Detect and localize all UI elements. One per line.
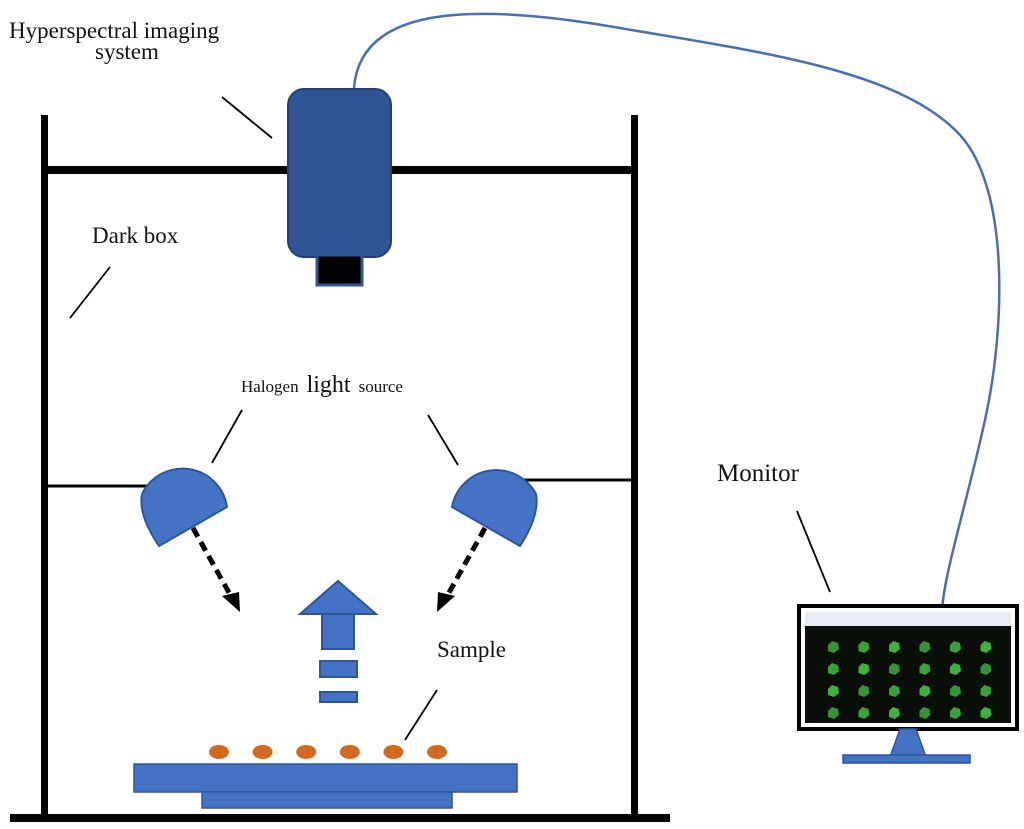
light-beam-left [190, 526, 235, 600]
halogen-label-small2: source [359, 377, 403, 396]
light-beam-right [443, 526, 488, 600]
screen-crystal [919, 663, 931, 675]
screen-crystal [980, 707, 992, 719]
sample-pellet [209, 745, 229, 759]
hsi-pointer-line [221, 96, 273, 139]
left-post [41, 115, 48, 815]
reflection-bar-1 [319, 660, 358, 678]
screen-crystal [858, 685, 870, 697]
sample-pellet [296, 745, 317, 759]
halogen-pointer-right [427, 414, 459, 466]
screen-crystal [858, 707, 870, 719]
reflection-arrow-head [297, 579, 379, 615]
sample-pointer-line [404, 689, 438, 741]
light-beam-left-head [222, 592, 240, 612]
reflection-arrow [297, 579, 379, 703]
screen-crystal [889, 685, 900, 697]
screen-crystal [828, 685, 839, 697]
hsi-label-line2: system [95, 39, 159, 64]
halogen-label: Halogen light source [241, 372, 403, 398]
right-post [631, 115, 638, 815]
screen-crystal [980, 641, 992, 653]
screen-crystal [919, 707, 931, 719]
camera-body [287, 88, 392, 258]
screen-crystal [950, 663, 961, 675]
data-cable [352, 12, 1001, 611]
sample-pellet [383, 745, 404, 759]
sample-pellet [427, 745, 447, 759]
monitor-screen [805, 626, 1011, 723]
screen-crystal [950, 707, 961, 719]
monitor-neck [888, 728, 928, 758]
screen-crystal [889, 663, 900, 675]
halogen-label-big: light [307, 372, 351, 398]
monitor-crystal-grid [828, 641, 992, 719]
light-beam-right-head [437, 592, 455, 612]
camera-lens [315, 253, 364, 287]
screen-crystal [980, 663, 992, 675]
screen-crystal [828, 641, 839, 653]
screen-crystal [919, 641, 931, 653]
sample-pellet [252, 745, 273, 759]
screen-crystal [828, 707, 839, 719]
screen-crystal [950, 641, 961, 653]
dark-box-pointer-line [69, 266, 111, 319]
sample-stage [133, 763, 518, 809]
ground-line [10, 814, 670, 822]
screen-crystal [858, 641, 870, 653]
stage-plate [133, 763, 518, 793]
hsi-label-line1: Hyperspectral imaging [9, 18, 220, 43]
monitor [797, 604, 1019, 764]
screen-crystal [858, 663, 870, 675]
screen-crystal [980, 685, 992, 697]
monitor-pointer-line [796, 510, 831, 593]
sample-label: Sample [437, 637, 506, 662]
reflection-arrow-shaft [321, 613, 355, 650]
screen-crystal [889, 641, 900, 653]
screen-crystal [889, 707, 900, 719]
sample-pellet [339, 745, 360, 759]
halogen-label-small1: Halogen [241, 377, 299, 396]
monitor-label: Monitor [717, 460, 800, 487]
reflection-bar-2 [319, 691, 358, 703]
monitor-stand-base [842, 754, 971, 764]
screen-crystal [950, 685, 961, 697]
halogen-lamp-left [140, 467, 229, 548]
screen-crystal [919, 685, 931, 697]
dark-box-label: Dark box [92, 223, 179, 248]
sample-group [209, 745, 447, 759]
stage-base [201, 791, 453, 809]
monitor-toolbar [805, 612, 1011, 626]
hyperspectral-camera [287, 88, 392, 287]
screen-crystal [828, 663, 839, 675]
halogen-lamp-right [450, 469, 538, 548]
halogen-pointer-left [211, 409, 243, 464]
